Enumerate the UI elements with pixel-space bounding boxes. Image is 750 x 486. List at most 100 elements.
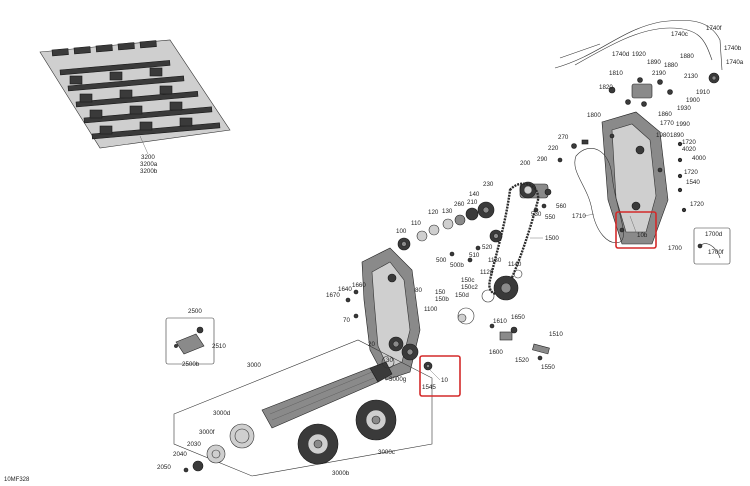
label-10b: 10b [637,232,648,239]
label-1650: 1650 [511,314,525,321]
label-150b: 150b [435,296,449,303]
drive-sprocket-2 [355,399,397,441]
label-1140: 1140 [508,261,522,268]
label-1920: 1920 [632,51,646,58]
highlight-10b [615,211,657,249]
label-1740b: 1740b [724,45,742,52]
label-1600: 1600 [489,349,503,356]
label-1800: 1800 [587,112,601,119]
label-20: 20 [368,341,375,348]
label-1740f: 1740f [706,25,722,32]
bracket-2500 [174,326,205,355]
label-10: 10 [441,377,448,384]
label-70: 70 [343,317,350,324]
label-3000b: 3000b [332,470,350,477]
label-1700d: 1700d [705,231,723,238]
label-550: 550 [545,214,556,221]
label-200: 200 [520,160,531,167]
label-100: 100 [396,228,407,235]
label-2180: 1880 [664,62,678,69]
label-150c2: 150c2 [461,284,478,291]
label-2500: 2500 [188,308,202,315]
label-3000g: 3000g [389,376,407,383]
seal-bearing-set [183,423,255,473]
label-1100: 1100 [424,306,438,313]
label-3000f: 3000f [199,429,215,436]
chaincase-left [345,247,421,381]
label-2130: 2130 [684,73,698,80]
label-1700: 1700 [668,245,682,252]
label-1910: 1910 [696,89,710,96]
label-150d: 150d [455,292,469,299]
label-120: 120 [428,209,439,216]
label-2510: 2510 [212,343,226,350]
label-1740d: 1740d [612,51,630,58]
label-500b: 500b [450,262,464,269]
label-1510: 1510 [549,331,563,338]
drive-axle [261,355,395,429]
label-520: 520 [482,244,493,251]
label-560: 560 [556,203,567,210]
label-1130: 1130 [488,257,502,264]
label-1740c: 1740c [671,31,688,38]
label-2030: 2030 [187,441,201,448]
label-3200: 3200 [141,154,155,161]
label-1980: 1980 [656,132,670,139]
label-110: 110 [411,220,421,227]
label-4020: 4020 [682,146,696,153]
label-2500b: 2500b [182,361,200,368]
label-1890b: 1890 [670,132,684,139]
label-1740a: 1740a [726,59,744,66]
drive-axle-frame [173,339,433,477]
middle-gear-stack [397,201,503,263]
label-1120: 1120 [480,269,494,276]
chaincase-cover-right [601,111,687,245]
label-220: 220 [548,145,559,152]
lower-sprocket-assembly [457,269,523,325]
label-1860: 1860 [658,111,672,118]
label-3000: 3000 [247,362,261,369]
label-210: 210 [467,199,478,206]
diagram-id: 10MF328 [4,477,30,483]
label-140: 140 [469,191,480,198]
cable-assembly [554,20,723,84]
label-1720c: 1720 [690,201,704,208]
label-3200a: 3200a [140,161,158,168]
label-1720b: 1720 [684,169,698,176]
label-290: 290 [537,156,548,163]
upper-sprocket-assembly [519,139,589,213]
label-130: 130 [442,208,453,215]
label-1890: 1890 [647,59,661,66]
highlight-10 [419,355,461,397]
label-1820: 1820 [599,84,613,91]
label-2190: 2190 [652,70,666,77]
inset-1700 [693,227,731,265]
label-1990: 1990 [676,121,690,128]
label-1720: 1720 [682,139,696,146]
tensioner-assembly [489,323,550,361]
label-1770: 1770 [660,120,674,127]
label-2050: 2050 [157,464,171,471]
label-1930: 1930 [677,105,691,112]
label-1900: 1900 [686,97,700,104]
label-3200b: 3200b [140,168,158,175]
label-3000c: 3000c [378,449,395,456]
label-1520: 1520 [515,357,529,364]
label-1700f: 1700f [708,249,724,256]
label-1670: 1670 [326,292,340,299]
track-assembly [39,39,231,155]
label-500: 500 [436,257,447,264]
caliper-cluster [608,77,673,107]
label-1660: 1660 [352,282,366,289]
label-260: 260 [454,201,465,208]
label-150: 150 [435,289,446,296]
label-2040: 2040 [173,451,187,458]
label-1610: 1610 [493,318,507,325]
label-1810: 1810 [609,70,623,77]
label-1880: 1880 [680,53,694,60]
label-1545: 1545 [422,384,436,391]
inset-2500 [165,317,215,365]
label-1540: 1540 [686,179,700,186]
label-1500: 1500 [545,235,559,242]
